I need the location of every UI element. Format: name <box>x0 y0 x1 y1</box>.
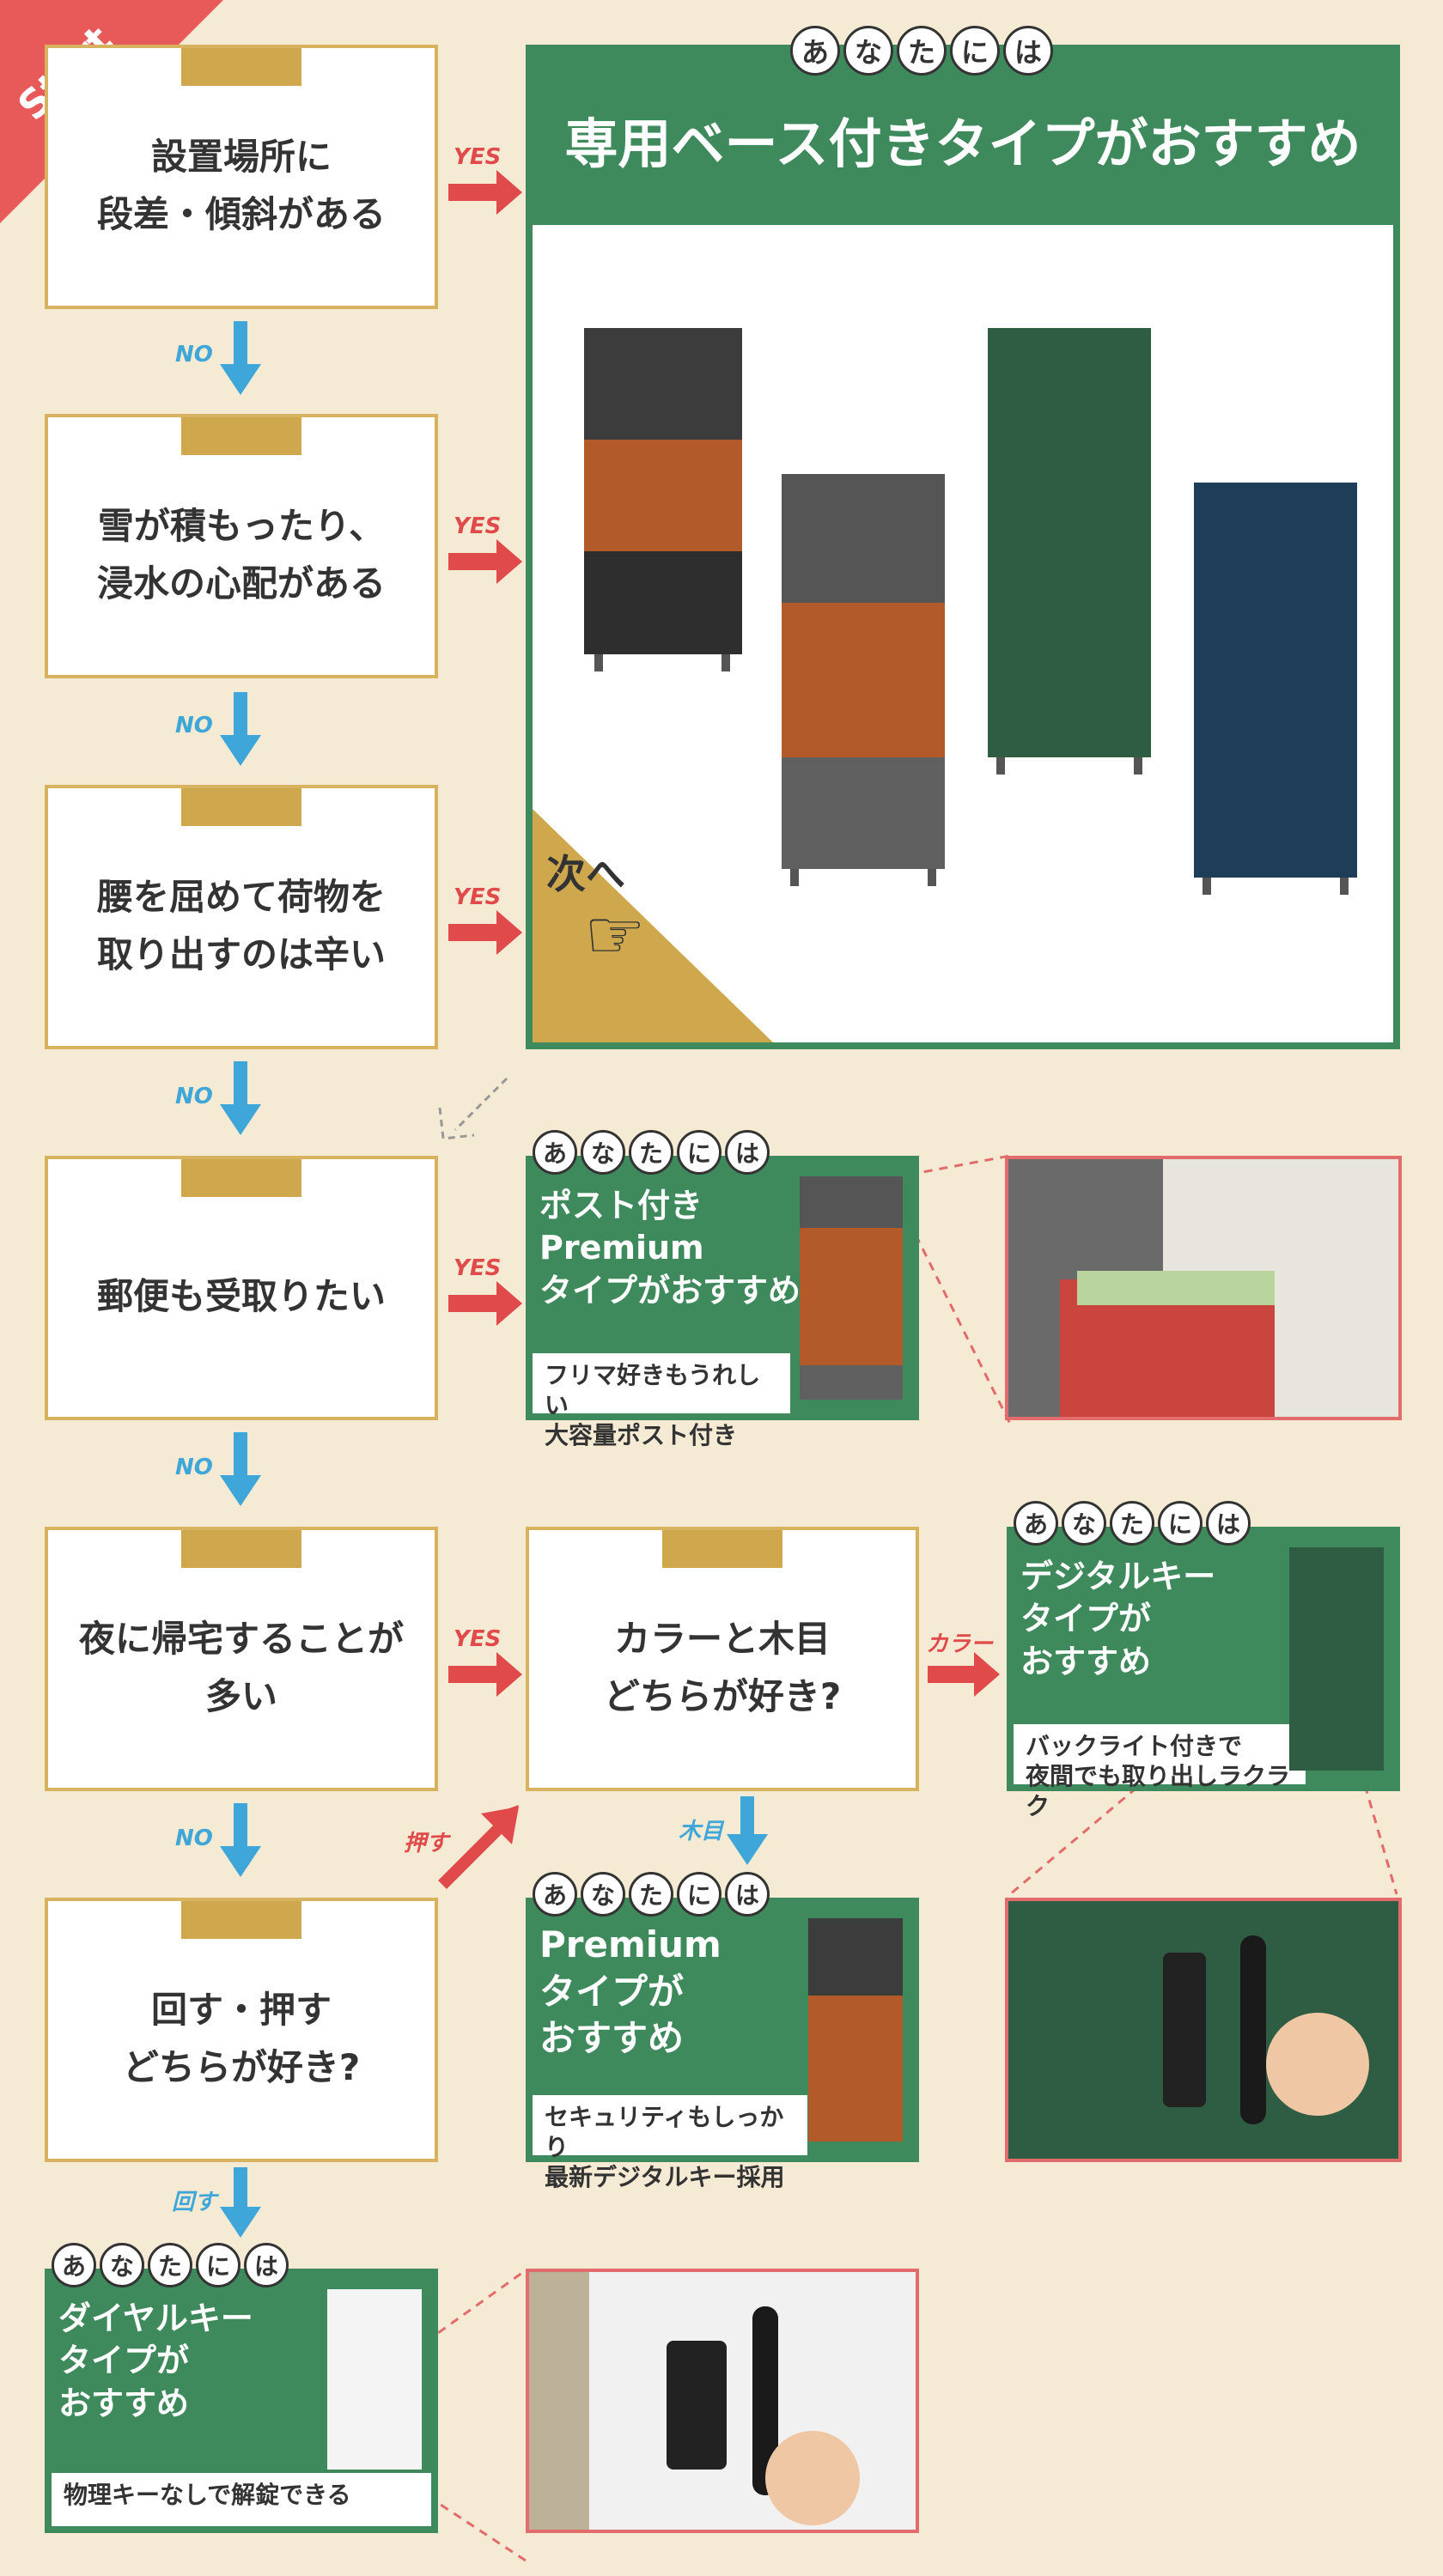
question-box-3: 腰を屈めて荷物を 取り出すのは辛い <box>45 785 438 1049</box>
bubble-char: あ <box>790 26 840 76</box>
result-digital: デジタルキー タイプが おすすめ バックライト付きで 夜間でも取り出しラクラク <box>1007 1527 1400 1820</box>
question-box-4: 郵便も受取りたい <box>45 1156 438 1420</box>
no-label-5: NO <box>175 1826 213 1851</box>
result-premium-note: セキュリティもしっかり 最新デジタルキー採用 <box>533 2095 807 2191</box>
digital-product-image <box>1285 1547 1388 1779</box>
no-label-3: NO <box>175 1084 213 1109</box>
result-premium-title: Premium タイプが おすすめ <box>539 1923 722 2060</box>
yes-label-3: YES <box>454 884 502 910</box>
bubble-char: は <box>725 1872 770 1917</box>
base-type-products-image <box>533 328 1357 1042</box>
bubbles-post: あ な た に は <box>533 1130 770 1175</box>
question-text-4: 郵便も受取りたい <box>96 1275 386 1318</box>
bubble-char: に <box>1158 1501 1202 1546</box>
bubble-char: な <box>1062 1501 1106 1546</box>
question-box-5: 夜に帰宅することが 多い <box>45 1527 438 1791</box>
yes-label-5: YES <box>454 1626 502 1652</box>
pointing-hand-icon: ☞ <box>584 895 646 975</box>
result-post-title: ポスト付き Premium タイプがおすすめ <box>539 1187 801 1309</box>
bubbles-dial: あ な た に は <box>52 2243 289 2287</box>
bubble-char: あ <box>1014 1501 1058 1546</box>
bubble-char: あ <box>52 2243 96 2287</box>
bubble-char: な <box>581 1872 625 1917</box>
bubble-char: た <box>629 1872 673 1917</box>
result-base-type-inner: 次へ ☞ <box>533 225 1393 1042</box>
yes-label-4: YES <box>454 1255 502 1281</box>
result-premium: Premium タイプが おすすめ セキュリティもしっかり 最新デジタルキー採用 <box>526 1898 919 2191</box>
question-box-7: カラーと木目 どちらが好き? <box>526 1527 919 1791</box>
result-dial-note: 物理キーなしで解錠できる <box>52 2473 431 2526</box>
bubble-char: は <box>725 1130 770 1175</box>
question-box-6: 回す・押す どちらが好き? <box>45 1898 438 2162</box>
bubble-char: は <box>1003 26 1053 76</box>
result-base-type: 次へ ☞ 専用ベース付きタイプがおすすめ <box>526 45 1400 1049</box>
bubble-char: に <box>196 2243 240 2287</box>
result-digital-note: バックライト付きで 夜間でも取り出しラクラク <box>1014 1724 1306 1820</box>
bubble-char: あ <box>533 1130 577 1175</box>
turn-label: 回す <box>172 2190 217 2215</box>
bubble-char: な <box>100 2243 144 2287</box>
bubble-char: た <box>148 2243 192 2287</box>
bubble-char: は <box>1206 1501 1251 1546</box>
question-box-1: 設置場所に 段差・傾斜がある <box>45 45 438 309</box>
digital-keypad-photo <box>1005 1898 1402 2162</box>
question-text-5: 夜に帰宅することが 多い <box>78 1617 404 1717</box>
bubble-char: な <box>581 1130 625 1175</box>
no-label-1: NO <box>175 342 213 368</box>
question-text-7: カラーと木目 どちらが好き? <box>603 1617 842 1717</box>
post-product-image <box>795 1176 907 1408</box>
question-box-2: 雪が積もったり、 浸水の心配がある <box>45 414 438 678</box>
no-label-2: NO <box>175 713 213 738</box>
dial-photo <box>526 2269 919 2533</box>
bubble-char: に <box>677 1130 722 1175</box>
wood-label: 木目 <box>679 1819 724 1844</box>
result-dial-title: ダイヤルキー タイプが おすすめ <box>58 2300 253 2422</box>
result-post: ポスト付き Premium タイプがおすすめ フリマ好きもうれしい 大容量ポスト… <box>526 1156 919 1449</box>
dial-product-image <box>323 2289 426 2470</box>
result-dial: ダイヤルキー タイプが おすすめ 物理キーなしで解錠できる <box>45 2269 438 2533</box>
bubbles-base-type: あ な た に は <box>790 26 1053 76</box>
result-base-type-title: 専用ベース付きタイプがおすすめ <box>564 112 1361 175</box>
push-label: 押す <box>404 1831 449 1856</box>
bubble-char: た <box>629 1130 673 1175</box>
premium-product-image <box>804 1918 907 2150</box>
bubble-char: あ <box>533 1872 577 1917</box>
post-photo <box>1005 1156 1402 1420</box>
bubble-char: に <box>950 26 1000 76</box>
bubble-char: な <box>843 26 893 76</box>
question-text-1: 設置場所に 段差・傾斜がある <box>96 135 386 235</box>
bubble-char: た <box>897 26 947 76</box>
color-label: カラー <box>926 1631 994 1657</box>
result-digital-title: デジタルキー タイプが おすすめ <box>1020 1558 1216 1680</box>
question-text-6: 回す・押す どちらが好き? <box>122 1988 361 2088</box>
bubbles-premium: あ な た に は <box>533 1872 770 1917</box>
bubble-char: は <box>244 2243 289 2287</box>
yes-label-2: YES <box>454 513 502 539</box>
bubble-char: に <box>677 1872 722 1917</box>
yes-label-1: YES <box>454 144 502 170</box>
no-label-4: NO <box>175 1455 213 1480</box>
question-text-3: 腰を屈めて荷物を 取り出すのは辛い <box>96 875 386 975</box>
next-label[interactable]: 次へ <box>546 851 625 897</box>
question-text-2: 雪が積もったり、 浸水の心配がある <box>96 504 386 605</box>
result-post-note: フリマ好きもうれしい 大容量ポスト付き <box>533 1353 790 1449</box>
bubble-char: た <box>1110 1501 1154 1546</box>
bubbles-digital: あ な た に は <box>1014 1501 1251 1546</box>
